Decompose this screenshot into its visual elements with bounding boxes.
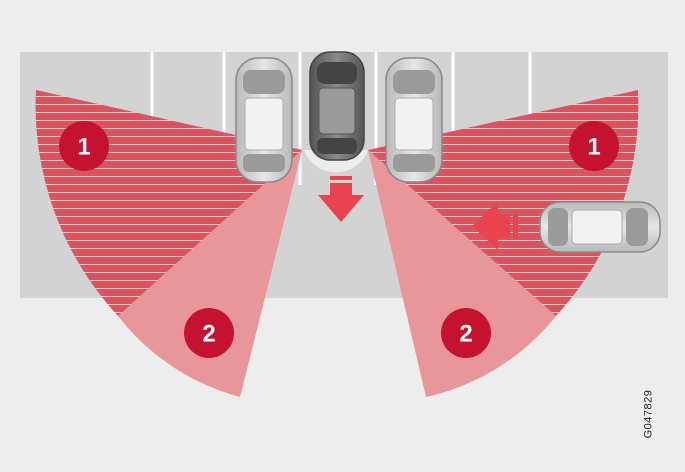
figure-code: G047829 xyxy=(638,390,668,446)
svg-text:1: 1 xyxy=(77,134,90,161)
svg-text:1: 1 xyxy=(587,134,600,161)
zone-1-left-badge: 1 xyxy=(59,121,109,171)
svg-text:2: 2 xyxy=(459,321,472,348)
approaching-car xyxy=(539,201,661,253)
zone-2-left-badge: 2 xyxy=(184,308,234,358)
figure-code-text: G047829 xyxy=(642,389,655,439)
reverse-arrow-icon xyxy=(318,176,364,222)
zone-1-right-badge: 1 xyxy=(569,121,619,171)
parked-car-left xyxy=(235,57,293,183)
zone-2-left-area xyxy=(118,150,302,397)
parked-car-right xyxy=(385,57,443,183)
zone-2-right-area xyxy=(368,150,556,397)
zone-2-right-badge: 2 xyxy=(441,308,491,358)
approach-arrow-icon xyxy=(472,202,518,250)
reversing-car xyxy=(304,51,368,173)
svg-text:2: 2 xyxy=(202,321,215,348)
